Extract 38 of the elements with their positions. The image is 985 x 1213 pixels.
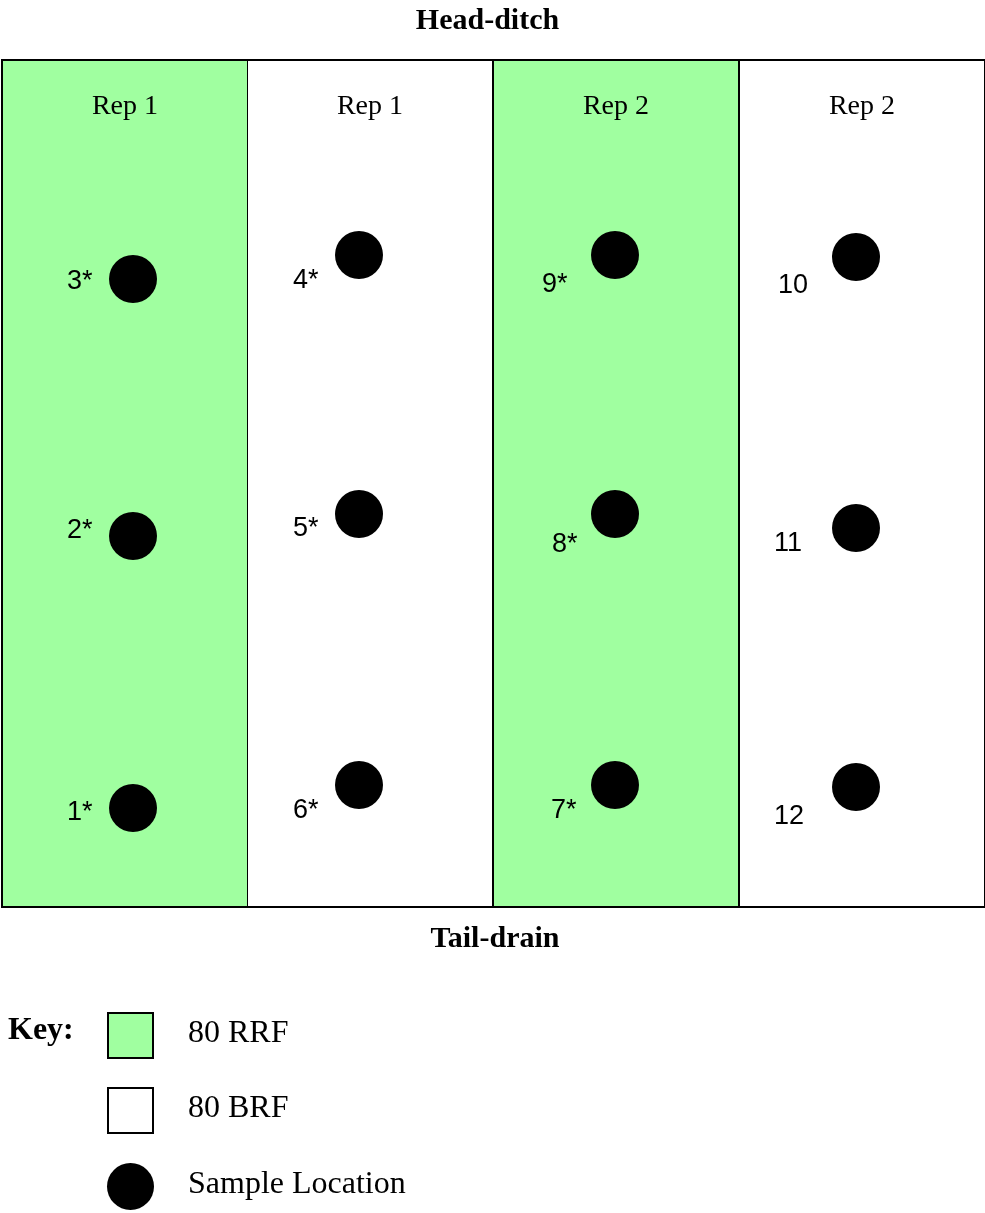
plot-strip [494, 59, 740, 908]
plot-title: Head-ditch [414, 2, 561, 36]
sample-dot [335, 231, 383, 279]
sample-number: 11 [774, 527, 803, 558]
sample-dot [832, 233, 880, 281]
sample-dot [591, 490, 639, 538]
sample-dot [832, 763, 880, 811]
sample-number: 12 [774, 800, 805, 831]
legend-text: Sample Location [188, 1164, 406, 1201]
sample-number: 4* [293, 264, 319, 295]
sample-number: 8* [552, 528, 578, 559]
plot-caption: Tail-drain [429, 920, 561, 954]
strip-label: Rep 2 [581, 89, 651, 121]
legend-text: 80 RRF [188, 1013, 289, 1050]
plot-strip [1, 59, 249, 908]
sample-dot [335, 761, 383, 809]
sample-number: 2* [67, 514, 93, 545]
sample-dot [109, 784, 157, 832]
sample-number: 5* [293, 512, 319, 543]
plot-strip [248, 59, 494, 908]
sample-dot [591, 231, 639, 279]
key-heading: Key: [8, 1010, 74, 1047]
legend-text: 80 BRF [188, 1088, 289, 1125]
sample-dot [109, 512, 157, 560]
strip-label: Rep 2 [827, 89, 897, 121]
plot-strip [740, 59, 985, 908]
sample-number: 3* [67, 265, 93, 296]
sample-dot [109, 255, 157, 303]
sample-dot [335, 490, 383, 538]
sample-number: 9* [542, 268, 568, 299]
sample-number: 6* [293, 794, 319, 825]
strip-label: Rep 1 [335, 89, 405, 121]
sample-number: 1* [67, 796, 93, 827]
sample-number: 10 [778, 269, 809, 300]
sample-number: 7* [551, 794, 577, 825]
sample-dot [832, 504, 880, 552]
strip-label: Rep 1 [90, 89, 160, 121]
sample-dot [591, 761, 639, 809]
